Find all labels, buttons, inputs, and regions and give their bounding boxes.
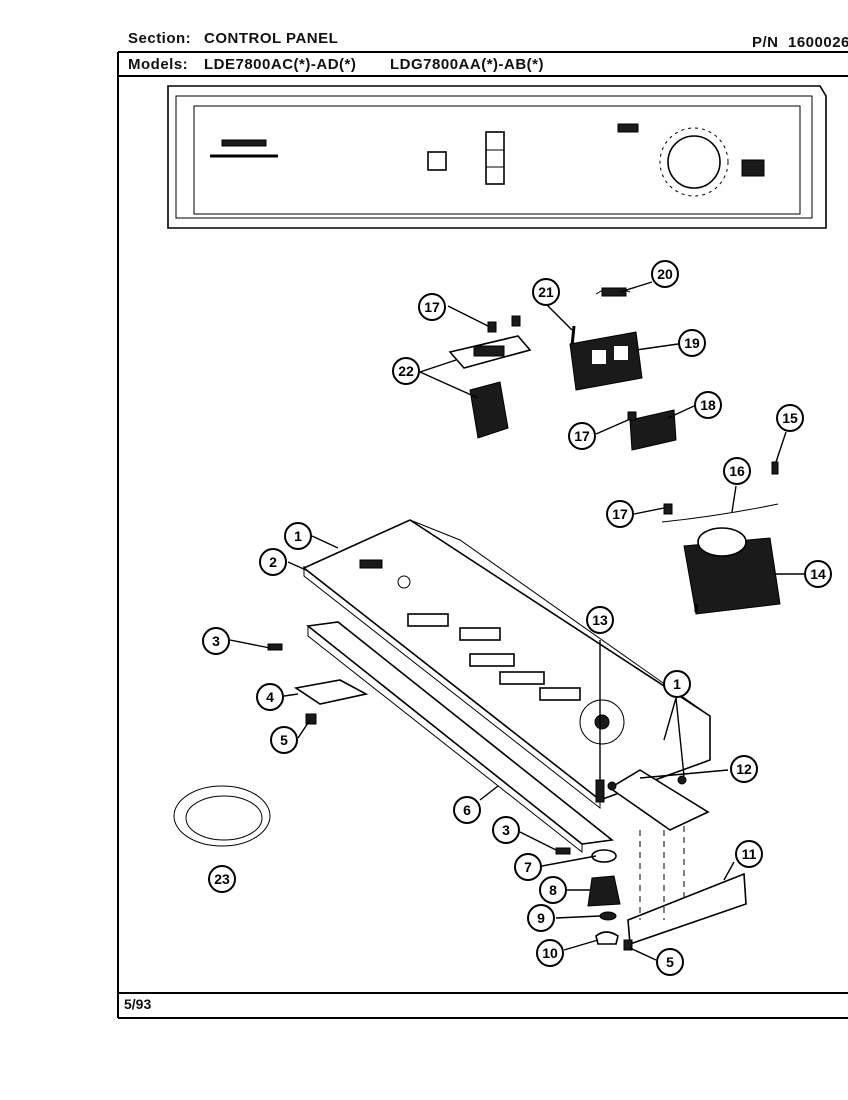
svg-text:17: 17 <box>612 506 628 522</box>
models-label: Models: <box>128 56 189 73</box>
callout-6: 6 <box>453 796 481 824</box>
models-gas: LDG7800AA(*)-AB(*) <box>390 56 545 73</box>
callout-7: 7 <box>514 853 542 881</box>
svg-text:21: 21 <box>538 284 554 300</box>
svg-text:2: 2 <box>269 554 277 570</box>
callout-9: 9 <box>527 904 555 932</box>
callout-22: 22 <box>392 357 420 385</box>
svg-text:17: 17 <box>574 428 590 444</box>
callout-17b: 17 <box>568 422 596 450</box>
svg-text:23: 23 <box>214 871 230 887</box>
callout-11: 11 <box>735 840 763 868</box>
callout-5a: 5 <box>270 726 298 754</box>
svg-text:4: 4 <box>266 689 274 705</box>
callout-17c: 17 <box>606 500 634 528</box>
svg-text:16: 16 <box>729 463 745 479</box>
svg-text:5: 5 <box>666 954 674 970</box>
svg-text:15: 15 <box>782 410 798 426</box>
part-number-label: P/N <box>752 34 779 51</box>
svg-text:12: 12 <box>736 761 752 777</box>
svg-text:14: 14 <box>810 566 826 582</box>
callout-1a: 1 <box>284 522 312 550</box>
svg-text:13: 13 <box>592 612 608 628</box>
svg-text:1: 1 <box>294 528 302 544</box>
callout-15: 15 <box>776 404 804 432</box>
page-frame <box>117 51 848 1019</box>
svg-text:6: 6 <box>463 802 471 818</box>
svg-text:9: 9 <box>537 910 545 926</box>
callout-2: 2 <box>259 548 287 576</box>
svg-text:20: 20 <box>657 266 673 282</box>
section-title: CONTROL PANEL <box>204 30 339 47</box>
svg-text:19: 19 <box>684 335 700 351</box>
leader-lines <box>229 281 804 961</box>
section-label: Section: <box>128 30 192 47</box>
callout-18: 18 <box>694 391 722 419</box>
svg-text:18: 18 <box>700 397 716 413</box>
callout-12: 12 <box>730 755 758 783</box>
callout-20: 20 <box>651 260 679 288</box>
callout-21: 21 <box>532 278 560 306</box>
callout-3b: 3 <box>492 816 520 844</box>
callout-8: 8 <box>539 876 567 904</box>
svg-text:3: 3 <box>212 633 220 649</box>
svg-text:11: 11 <box>742 846 757 862</box>
callout-23: 23 <box>208 865 236 893</box>
callout-14: 14 <box>804 560 832 588</box>
models-electric: LDE7800AC(*)-AD(*) <box>204 56 357 73</box>
svg-text:7: 7 <box>524 859 532 875</box>
svg-text:8: 8 <box>549 882 557 898</box>
callout-1b: 1 <box>663 670 691 698</box>
control-panel-console <box>167 85 827 229</box>
svg-text:17: 17 <box>424 299 440 315</box>
svg-text:1: 1 <box>673 676 681 692</box>
svg-text:10: 10 <box>542 945 558 961</box>
callout-3a: 3 <box>202 627 230 655</box>
control-panel-base <box>302 519 711 810</box>
callout-19: 19 <box>678 329 706 357</box>
callout-13: 13 <box>586 606 614 634</box>
part-number-value: 1600026 <box>788 34 848 51</box>
callout-5b: 5 <box>656 948 684 976</box>
callout-10: 10 <box>536 939 564 967</box>
callout-4: 4 <box>256 683 284 711</box>
footer-date: 5/93 <box>124 996 152 1012</box>
svg-text:3: 3 <box>502 822 510 838</box>
svg-text:22: 22 <box>398 363 414 379</box>
callout-17a: 17 <box>418 293 446 321</box>
svg-text:5: 5 <box>280 732 288 748</box>
callout-16: 16 <box>723 457 751 485</box>
